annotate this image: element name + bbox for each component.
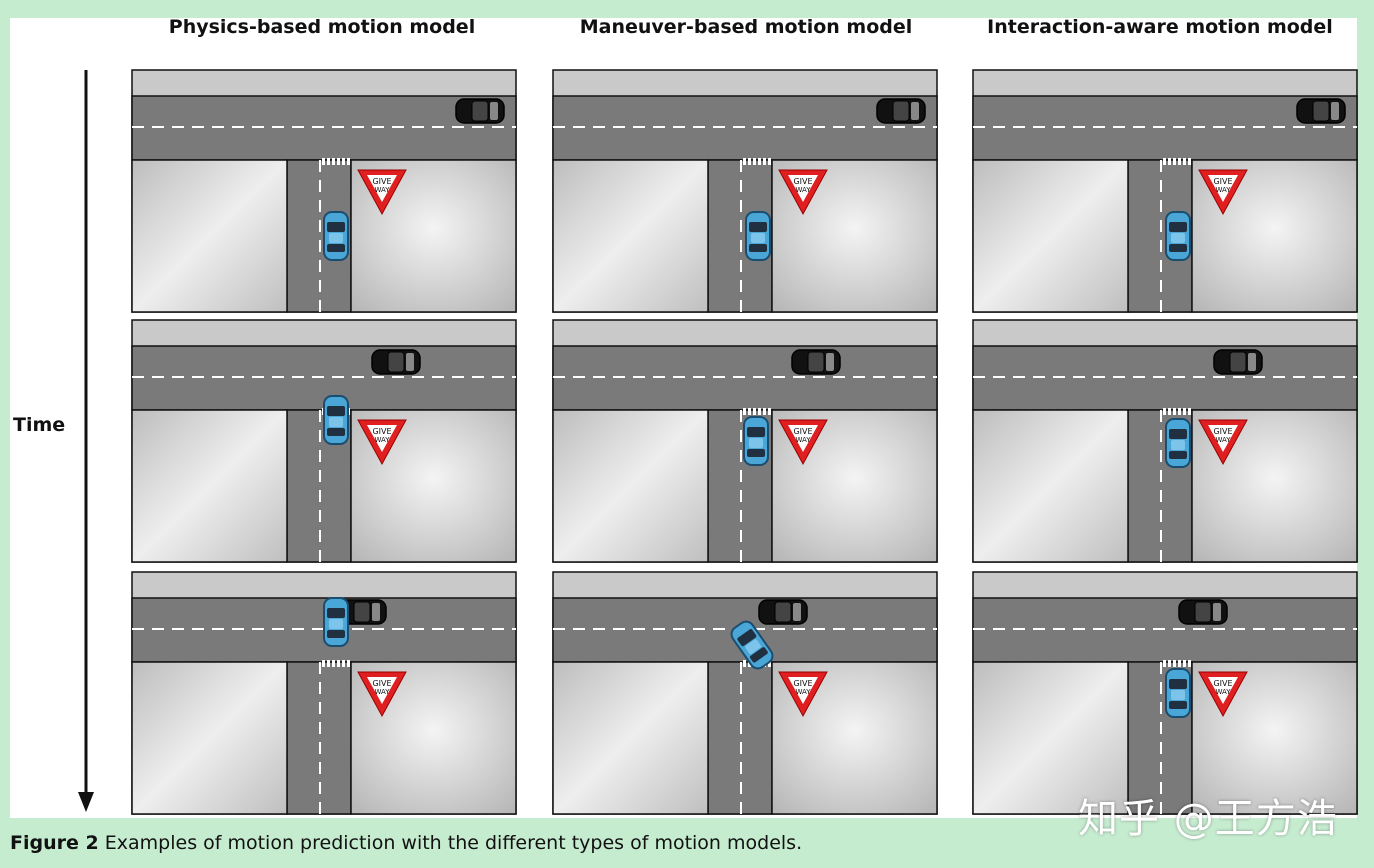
- black-car-icon: [1296, 98, 1346, 124]
- black-car-icon: [876, 98, 926, 124]
- sign-text-way: WAY: [374, 186, 390, 194]
- blue-car-icon: [1165, 211, 1191, 261]
- blue-car-icon: [743, 416, 769, 466]
- caption-text: Examples of motion prediction with the d…: [98, 832, 803, 854]
- sign-text-way: WAY: [374, 688, 390, 696]
- sign-text-way: WAY: [795, 688, 811, 696]
- black-car-icon: [758, 599, 808, 625]
- black-car-icon: [1213, 349, 1263, 375]
- watermark: 知乎 @王方浩: [1078, 796, 1338, 842]
- time-axis-label: Time: [13, 414, 66, 436]
- sign-text-way: WAY: [1215, 688, 1231, 696]
- caption-label: Figure 2: [10, 832, 99, 854]
- black-car-icon: [791, 349, 841, 375]
- blue-car-icon: [323, 211, 349, 261]
- sign-text-give: GIVE: [372, 679, 391, 688]
- sign-text-way: WAY: [795, 186, 811, 194]
- sign-text-give: GIVE: [372, 177, 391, 186]
- sign-text-give: GIVE: [1213, 679, 1232, 688]
- sign-text-way: WAY: [1215, 436, 1231, 444]
- black-car-icon: [455, 98, 505, 124]
- sign-text-give: GIVE: [1213, 427, 1232, 436]
- blue-car-icon: [323, 395, 349, 445]
- time-arrow: [78, 70, 94, 812]
- sign-text-give: GIVE: [1213, 177, 1232, 186]
- sign-text-way: WAY: [1215, 186, 1231, 194]
- blue-car-icon: [323, 597, 349, 647]
- black-car-icon: [1178, 599, 1228, 625]
- sign-text-give: GIVE: [793, 427, 812, 436]
- blue-car-icon: [745, 211, 771, 261]
- title-physics: Physics-based motion model: [168, 16, 476, 38]
- blue-car-icon: [1165, 668, 1191, 718]
- blue-car-icon: [1165, 418, 1191, 468]
- blue-car-icon: [730, 620, 774, 670]
- sign-text-way: WAY: [374, 436, 390, 444]
- title-interaction: Interaction-aware motion model: [987, 16, 1333, 38]
- sign-text-way: WAY: [795, 436, 811, 444]
- figure-caption: Figure 2 Examples of motion prediction w…: [10, 832, 802, 854]
- sign-text-give: GIVE: [793, 177, 812, 186]
- sign-text-give: GIVE: [372, 427, 391, 436]
- title-maneuver: Maneuver-based motion model: [579, 16, 913, 38]
- sign-text-give: GIVE: [793, 679, 812, 688]
- black-car-icon: [371, 349, 421, 375]
